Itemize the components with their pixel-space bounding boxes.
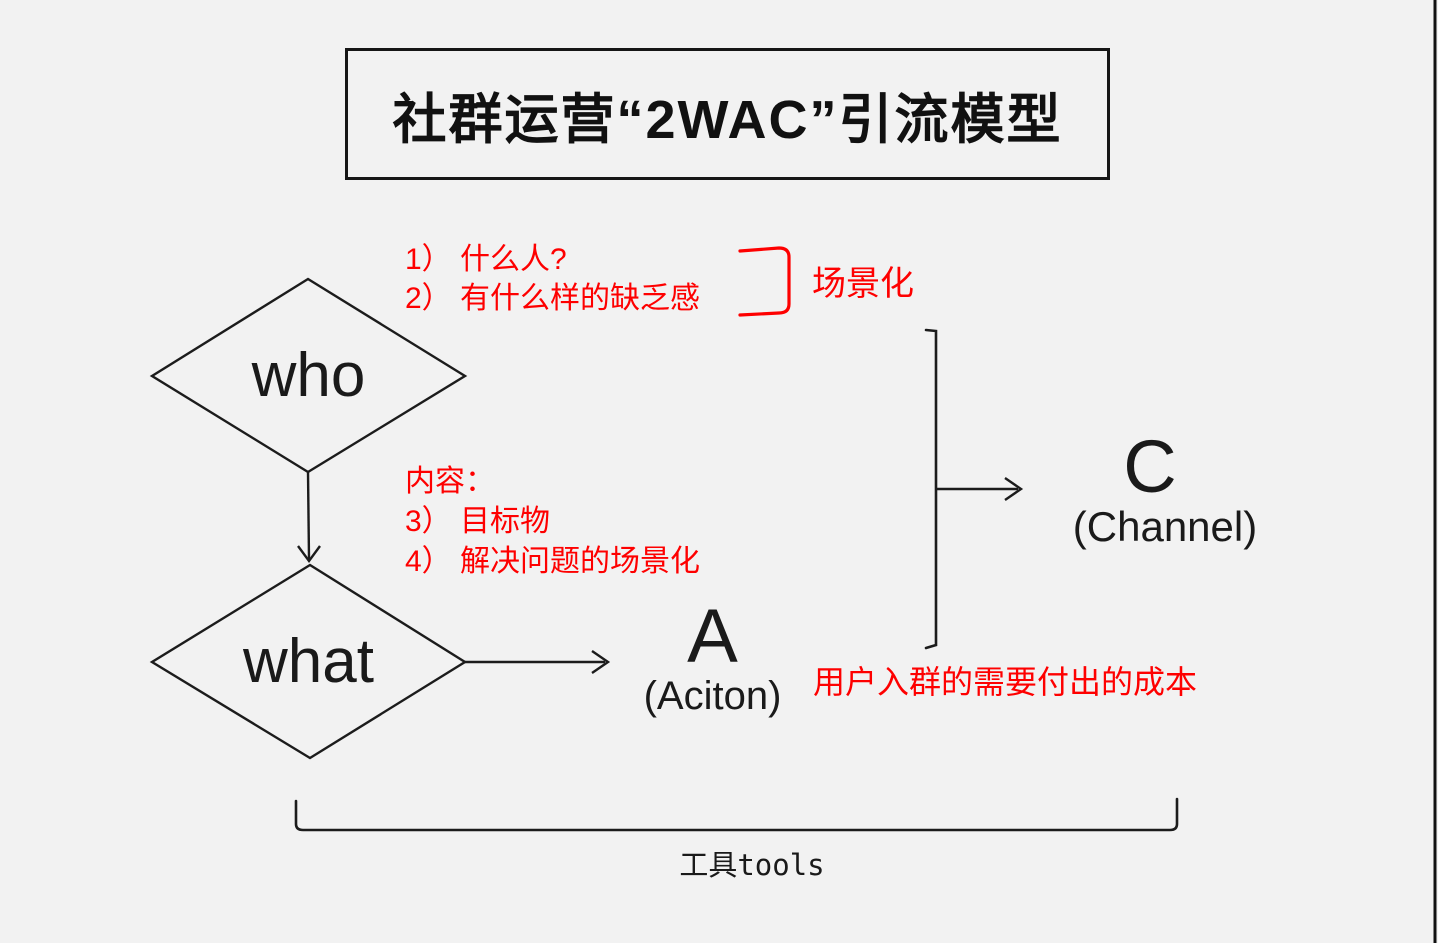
what-diamond-shape: [149, 563, 468, 760]
what-to-action-arrow: [465, 650, 611, 674]
action-node-letter: A: [687, 594, 738, 679]
content-note-header: 内容：: [405, 465, 495, 498]
scene-bracket: [738, 246, 791, 317]
who-notes: 1） 什么人? 2） 有什么样的缺乏感: [405, 240, 700, 318]
content-notes: 内容： 3） 目标物 4） 解决问题的场景化: [405, 462, 700, 582]
what-node-label: what: [243, 627, 374, 696]
who-node-label: who: [251, 341, 366, 410]
tools-label: 工具tools: [679, 848, 825, 882]
cost-note: 用户入群的需要付出的成本: [813, 664, 1198, 700]
channel-bracket: [924, 328, 938, 650]
who-note-item-2: 2） 有什么样的缺乏感: [405, 282, 701, 315]
bracket-to-channel-arrow: [936, 477, 1024, 501]
content-note-item-3: 3） 目标物: [405, 505, 551, 538]
title-box: 社群运营“2WAC”引流模型: [345, 48, 1110, 180]
scene-label: 场景化: [812, 265, 914, 303]
content-note-item-4: 4） 解决问题的场景化: [405, 545, 701, 578]
action-node-sub: (Aciton): [643, 674, 782, 718]
channel-node-letter: C: [1123, 425, 1177, 508]
tools-bracket: [294, 797, 1179, 832]
who-to-what-arrow: [297, 471, 321, 564]
channel-node-sub: (Channel): [1072, 503, 1258, 550]
who-note-item-1: 1） 什么人?: [405, 243, 567, 276]
page-title: 社群运营“2WAC”引流模型: [392, 89, 1063, 150]
